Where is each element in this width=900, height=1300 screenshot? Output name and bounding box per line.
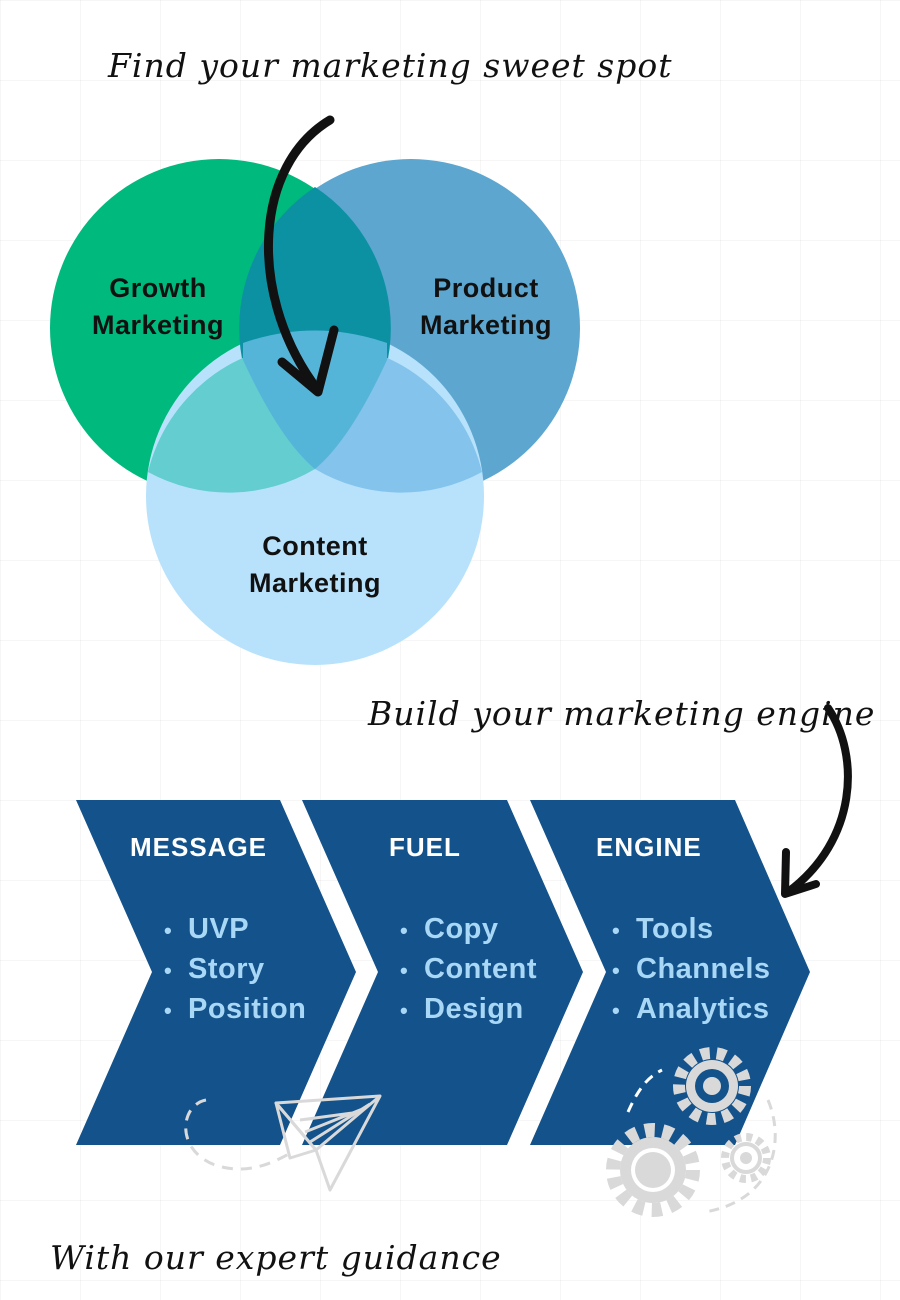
venn-label-growth-line-2: Marketing <box>91 310 225 340</box>
chevron-fuel <box>302 800 583 1145</box>
bullet-icon: • <box>400 918 409 943</box>
chevron-engine <box>530 800 810 1145</box>
stage-list-engine: • Tools • Channels • Analytics <box>612 910 771 1030</box>
venn-label-content-line-1: Content <box>262 531 368 561</box>
guidance-heading: With our expert guidance <box>50 1238 502 1277</box>
engine-heading: Build your marketing engine <box>368 694 876 733</box>
stage-engine: ENGINE • Tools • Channels • Analytics <box>530 800 820 1145</box>
stage-title-message: MESSAGE <box>130 832 268 862</box>
bullet-icon: • <box>164 998 173 1023</box>
list-item-label: Position <box>188 993 307 1025</box>
list-item: • Copy <box>400 910 537 950</box>
list-item: • UVP <box>164 910 306 950</box>
list-item: • Position <box>164 990 306 1030</box>
venn-diagram <box>50 115 580 665</box>
venn-label-product: Product Marketing <box>404 270 568 344</box>
bullet-icon: • <box>612 918 621 943</box>
list-item-label: Story <box>188 953 265 985</box>
gears-icon <box>606 1047 777 1217</box>
bullet-icon: • <box>612 998 621 1023</box>
list-item-label: Channels <box>636 953 771 985</box>
stage-fuel: FUEL • Copy • Content • Design <box>302 800 592 1145</box>
list-item-label: Copy <box>424 913 499 945</box>
sweet-spot-heading: Find your marketing sweet spot <box>108 46 673 85</box>
venn-label-content-line-2: Marketing <box>248 568 382 598</box>
venn-label-content: Content Marketing <box>230 528 400 602</box>
list-item-label: Design <box>424 993 524 1025</box>
venn-label-growth-line-1: Growth <box>109 273 207 303</box>
bullet-icon: • <box>400 958 409 983</box>
venn-label-product-line-2: Marketing <box>419 310 553 340</box>
venn-label-growth: Growth Marketing <box>78 270 238 344</box>
list-item: • Channels <box>612 950 771 990</box>
bullet-icon: • <box>164 918 173 943</box>
list-item-label: Tools <box>636 913 714 945</box>
list-item: • Story <box>164 950 306 990</box>
list-item: • Design <box>400 990 537 1030</box>
curved-arrow-icon <box>264 115 339 397</box>
stage-list-fuel: • Copy • Content • Design <box>400 910 537 1030</box>
list-item-label: Content <box>424 953 538 985</box>
bullet-icon: • <box>164 958 173 983</box>
venn-label-product-line-1: Product <box>433 273 539 303</box>
stage-message: MESSAGE • UVP • Story • Position <box>76 800 366 1145</box>
stage-title-engine: ENGINE <box>596 832 702 862</box>
chevron-message <box>76 800 356 1145</box>
list-item: • Analytics <box>612 990 771 1030</box>
bullet-icon: • <box>612 958 621 983</box>
list-item: • Content <box>400 950 537 990</box>
list-item-label: UVP <box>188 913 250 945</box>
bullet-icon: • <box>400 998 409 1023</box>
paper-plane-icon <box>184 1094 382 1192</box>
list-item: • Tools <box>612 910 771 950</box>
stage-list-message: • UVP • Story • Position <box>164 910 306 1030</box>
stage-title-fuel: FUEL <box>389 832 461 862</box>
list-item-label: Analytics <box>636 993 770 1025</box>
curved-arrow-icon <box>781 704 852 898</box>
